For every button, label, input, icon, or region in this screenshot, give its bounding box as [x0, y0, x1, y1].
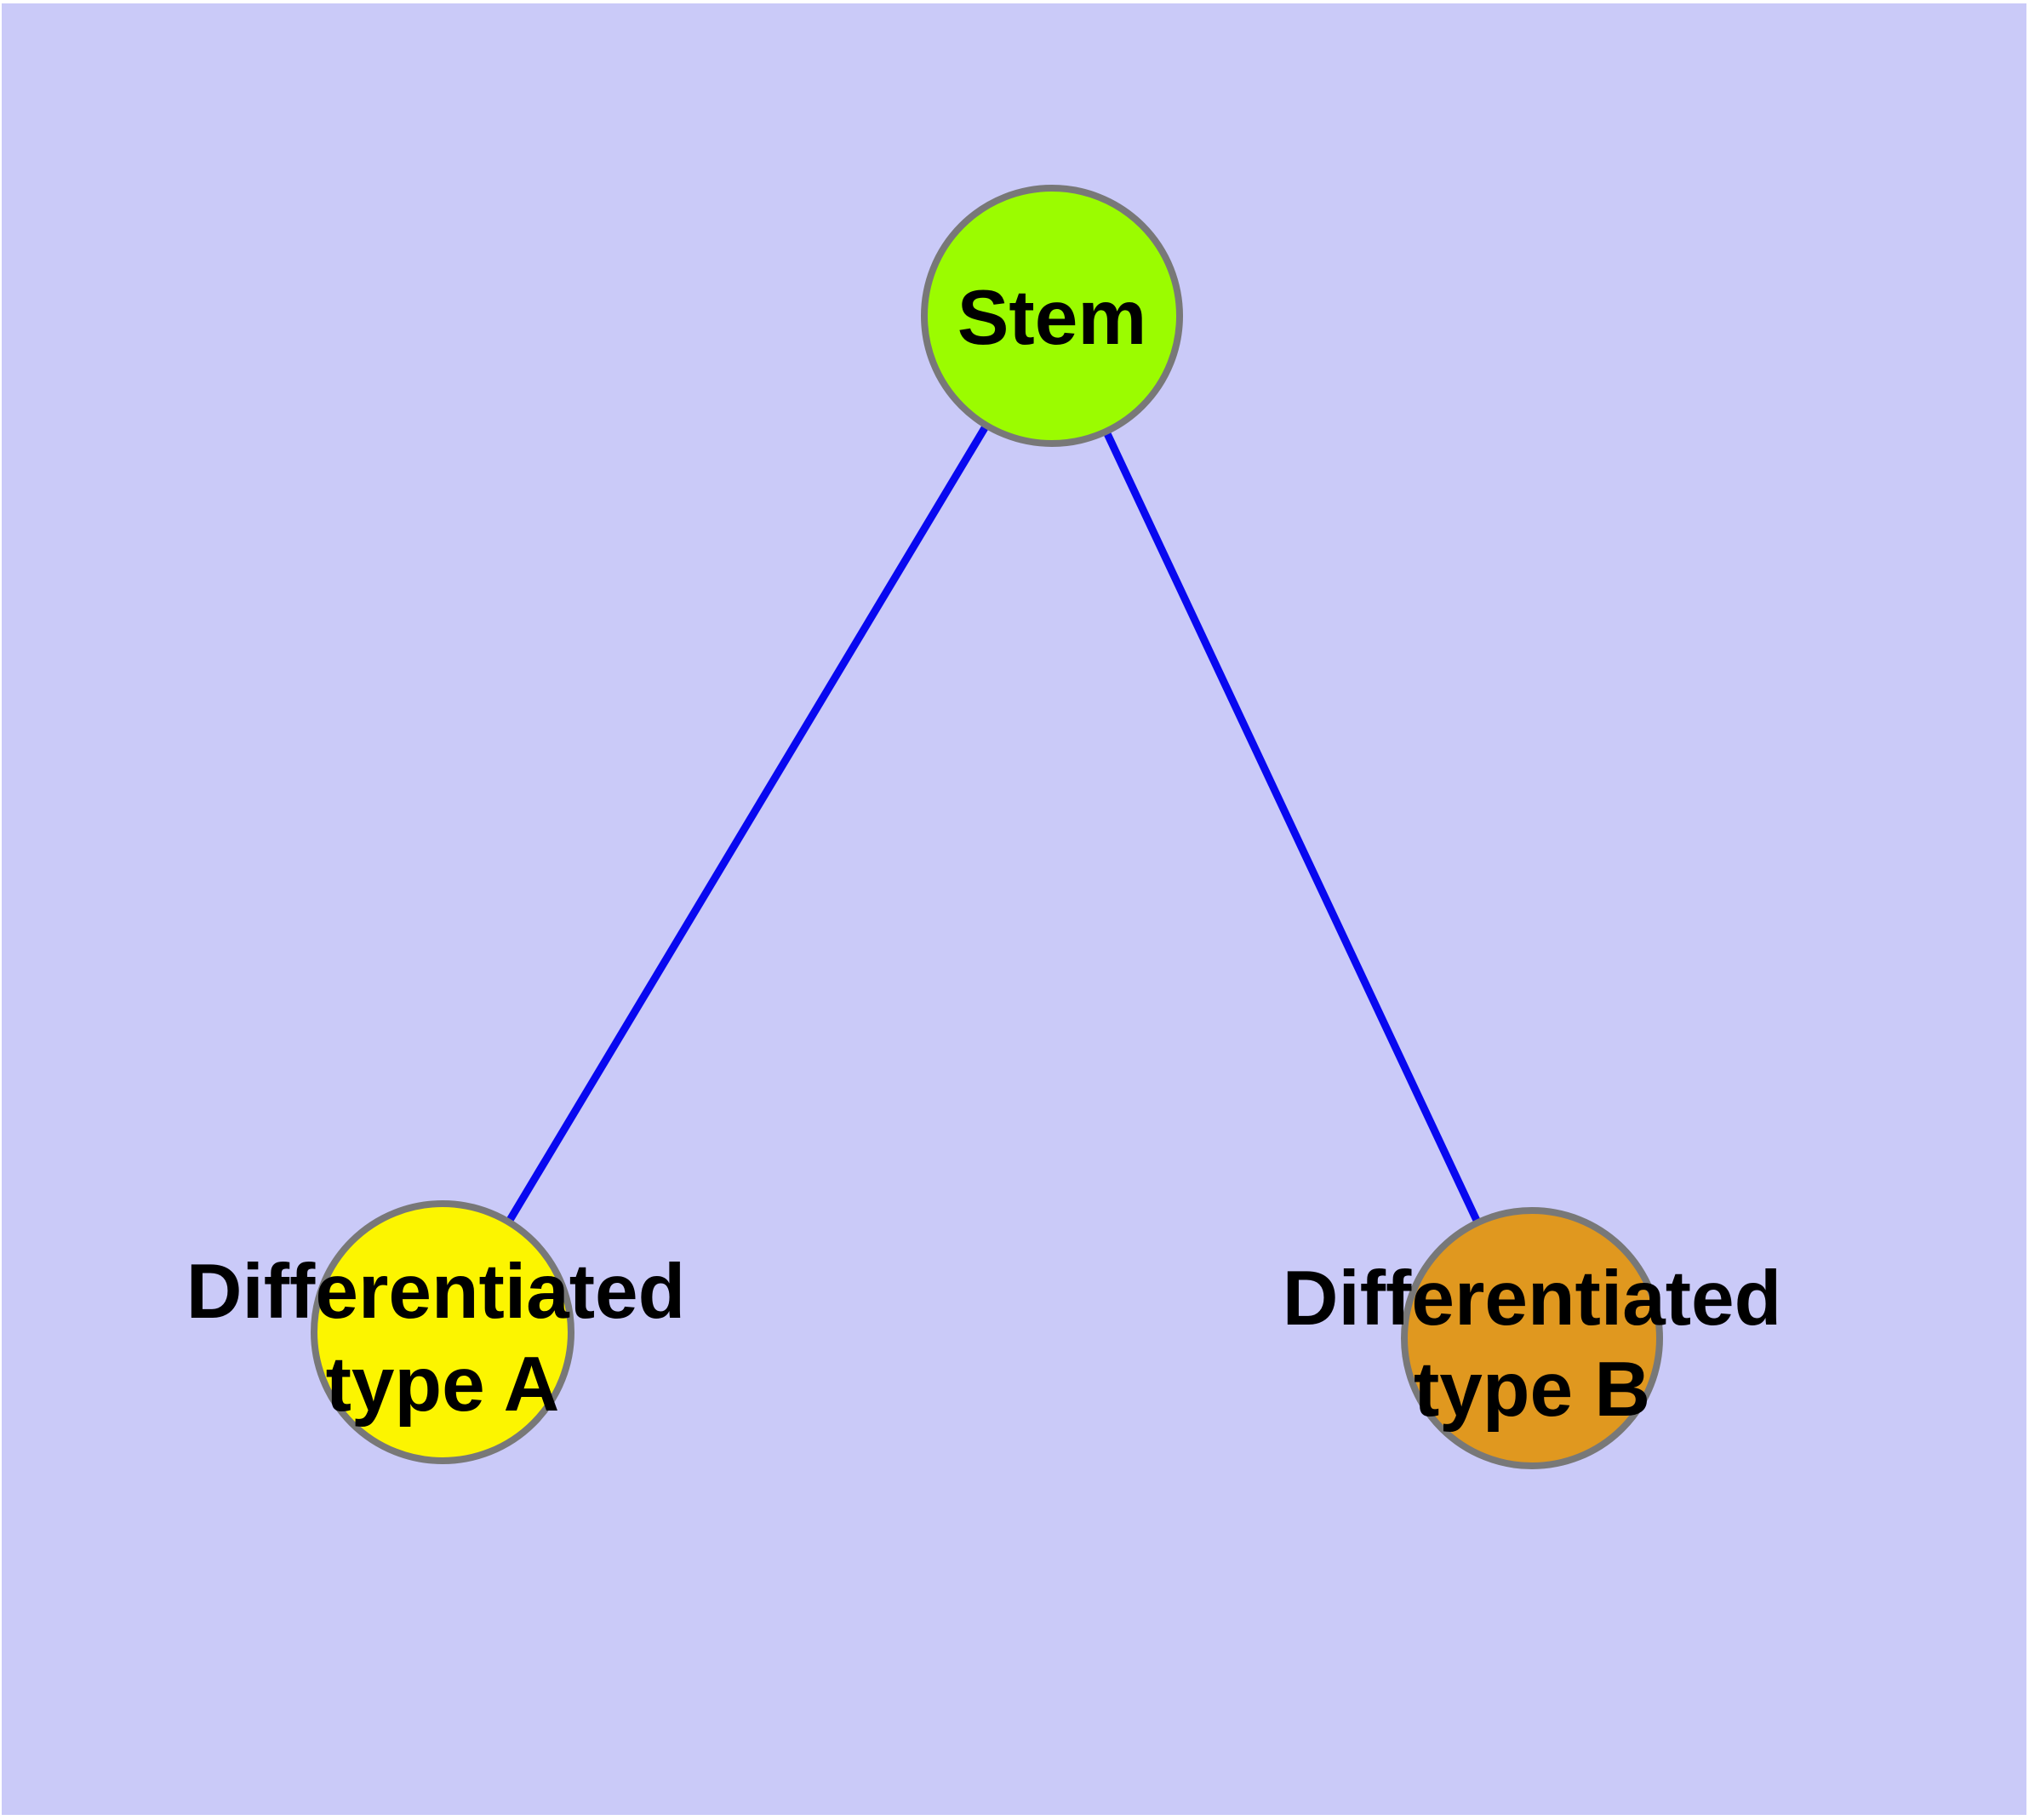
node-type-b-label-line-2: type B: [1414, 1347, 1650, 1433]
edge-stem-to-type-a: [439, 313, 1055, 1335]
node-type-a-label-line-2: type A: [326, 1342, 560, 1428]
node-type-b-circle: [1401, 1207, 1663, 1469]
node-type-a-circle: [311, 1200, 574, 1464]
node-type-b-label-line-1: Differentiated: [1283, 1256, 1782, 1342]
node-stem-circle: [921, 185, 1183, 447]
edge-stem-to-type-b: [1048, 314, 1536, 1340]
node-type-a-label-line-1: Differentiated: [186, 1249, 686, 1335]
node-stem-label: Stem: [957, 275, 1147, 361]
